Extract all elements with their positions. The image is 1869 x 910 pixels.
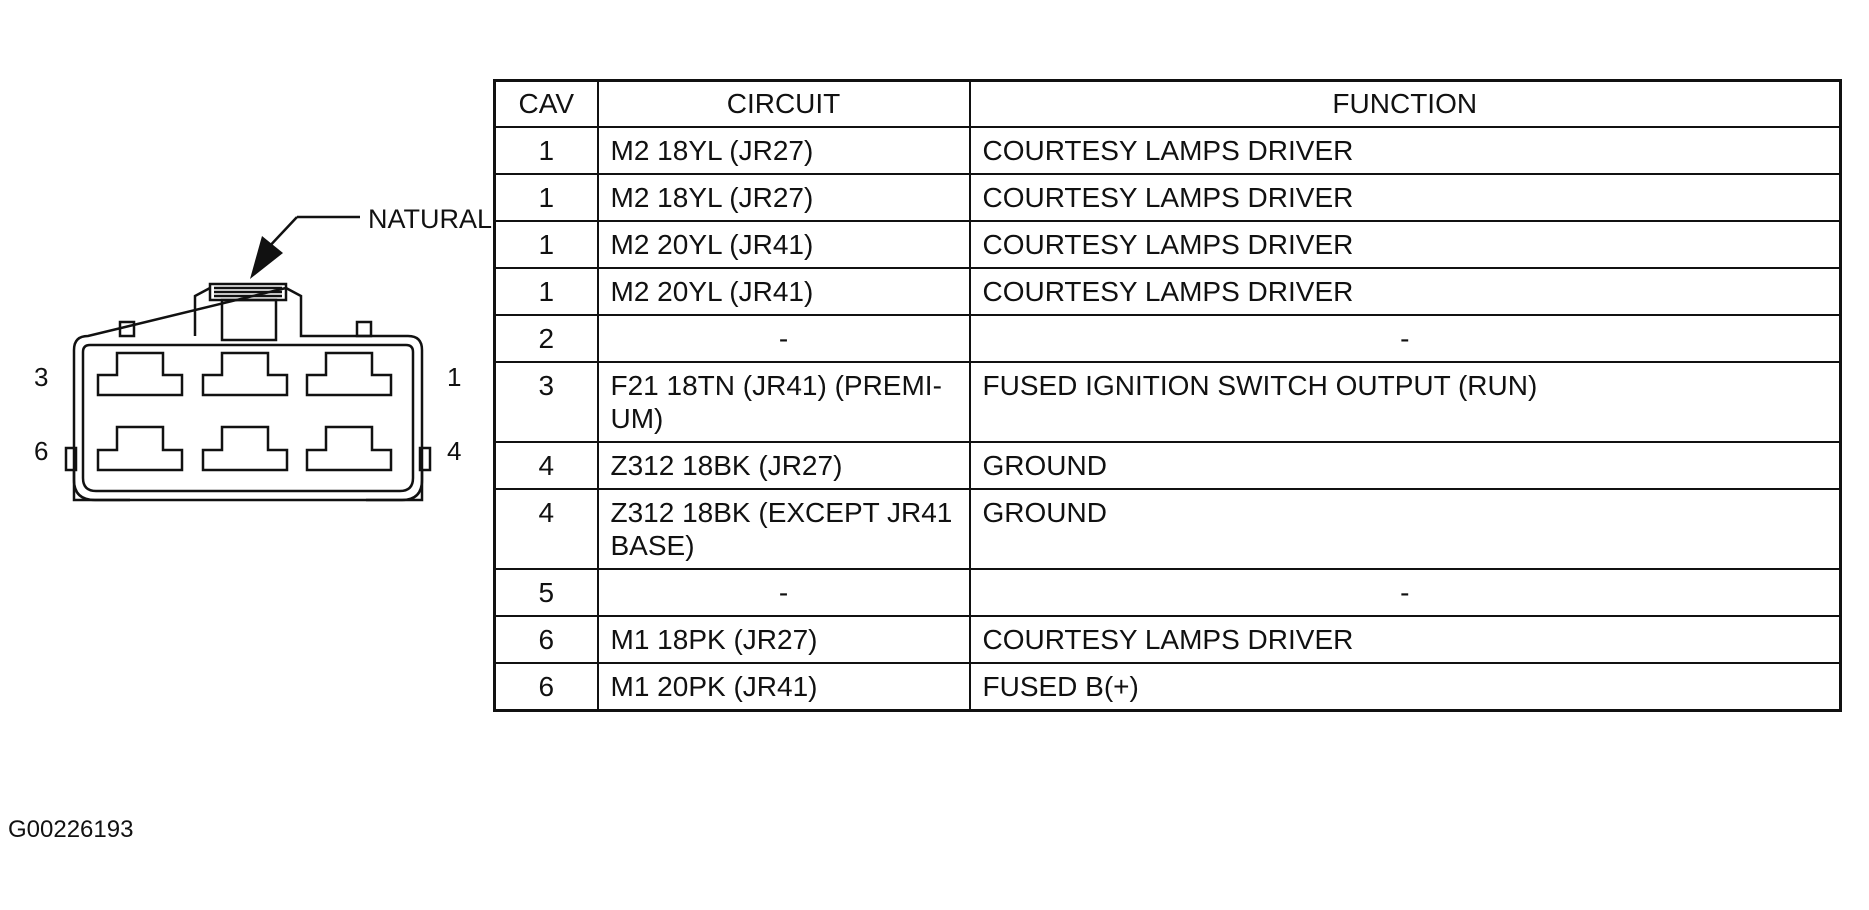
circuit-cell: M2 18YL (JR27) [596,126,971,175]
circuit-cell: M2 20YL (JR41) [596,220,971,269]
terminal-cavities [96,351,393,472]
connector-color-label: NATURAL [368,204,492,234]
table-row: 3 F21 18TN (JR41) (PREMI-UM) FUSED IGNIT… [493,361,1842,443]
pin-label-3: 3 [34,362,48,392]
cav-cell: 1 [493,173,599,222]
pinout-table: CAV CIRCUIT FUNCTION 1 M2 18YL (JR27) CO… [493,79,1842,712]
cav-cell: 5 [493,568,599,617]
function-cell: - [968,314,1842,363]
function-cell: FUSED IGNITION SWITCH OUTPUT (RUN) [968,361,1842,443]
table-row: 6 M1 18PK (JR27) COURTESY LAMPS DRIVER [493,615,1842,664]
cavity-5 [201,425,289,472]
circuit-cell: Z312 18BK (JR27) [596,441,971,490]
header-circuit: CIRCUIT [596,79,971,128]
cav-cell: 2 [493,314,599,363]
function-cell: COURTESY LAMPS DRIVER [968,126,1842,175]
table-row: 4 Z312 18BK (EXCEPT JR41 BASE) GROUND [493,488,1842,570]
function-cell: - [968,568,1842,617]
connector-housing [64,286,432,502]
header-cav: CAV [493,79,599,128]
cav-cell: 3 [493,361,599,443]
table-row: 1 M2 20YL (JR41) COURTESY LAMPS DRIVER [493,267,1842,316]
table-row: 1 M2 18YL (JR27) COURTESY LAMPS DRIVER [493,126,1842,175]
table-header-row: CAV CIRCUIT FUNCTION [493,79,1842,128]
function-cell: COURTESY LAMPS DRIVER [968,267,1842,316]
pin-label-4: 4 [447,436,461,466]
figure-id: G00226193 [8,816,134,843]
table-row: 6 M1 20PK (JR41) FUSED B(+) [493,662,1842,712]
header-function: FUNCTION [968,79,1842,128]
function-cell: GROUND [968,441,1842,490]
pin-label-1: 1 [447,362,461,392]
circuit-cell: M1 20PK (JR41) [596,662,971,712]
cavity-2 [201,351,289,397]
cav-cell: 6 [493,615,599,664]
cav-cell: 1 [493,126,599,175]
circuit-cell: M2 20YL (JR41) [596,267,971,316]
circuit-cell: M2 18YL (JR27) [596,173,971,222]
table-row: 1 M2 18YL (JR27) COURTESY LAMPS DRIVER [493,173,1842,222]
function-cell: COURTESY LAMPS DRIVER [968,220,1842,269]
cavity-6 [96,425,184,472]
natural-leader-arrow [250,215,360,279]
cav-cell: 6 [493,662,599,712]
table-row: 4 Z312 18BK (JR27) GROUND [493,441,1842,490]
circuit-cell: M1 18PK (JR27) [596,615,971,664]
table-row: 2 - - [493,314,1842,363]
circuit-cell: Z312 18BK (EXCEPT JR41 BASE) [596,488,971,570]
function-cell: COURTESY LAMPS DRIVER [968,615,1842,664]
cav-cell: 1 [493,267,599,316]
function-cell: GROUND [968,488,1842,570]
cavity-1 [305,351,393,397]
table-row: 5 - - [493,568,1842,617]
function-cell: FUSED B(+) [968,662,1842,712]
connector-latch [208,282,288,342]
cavity-4 [305,425,393,472]
circuit-cell: F21 18TN (JR41) (PREMI-UM) [596,361,971,443]
circuit-cell: - [596,568,971,617]
cav-cell: 4 [493,441,599,490]
table-row: 1 M2 20YL (JR41) COURTESY LAMPS DRIVER [493,220,1842,269]
cavity-3 [96,351,184,397]
connector-diagram: NATURAL 3 1 6 4 [34,204,492,502]
circuit-cell: - [596,314,971,363]
cav-cell: 1 [493,220,599,269]
function-cell: COURTESY LAMPS DRIVER [968,173,1842,222]
cav-cell: 4 [493,488,599,570]
pin-label-6: 6 [34,436,48,466]
